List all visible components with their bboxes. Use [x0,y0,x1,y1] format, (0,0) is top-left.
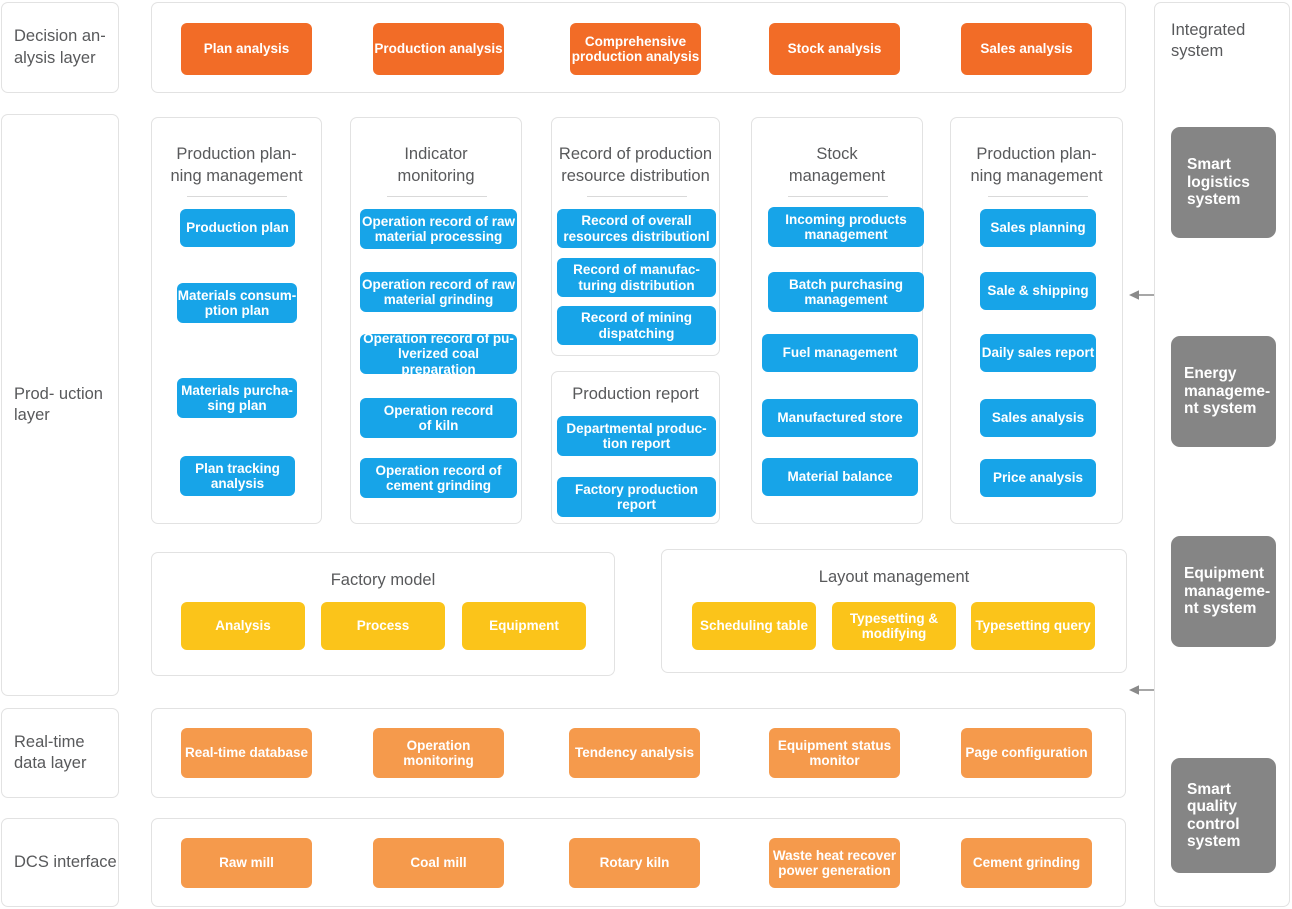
chip-equipment-status-monitor[interactable]: Equipment status monitor [769,728,900,778]
card-indicator-monitoring: Indicator monitoring Operation record of… [350,117,522,524]
chip-operation-record-of-kiln[interactable]: Operation record of kiln [360,398,517,438]
card-production-planning-management: Production plan- ning management Product… [151,117,322,524]
chip-rotary-kiln[interactable]: Rotary kiln [569,838,700,888]
chip-tendency-analysis[interactable]: Tendency analysis [569,728,700,778]
chip-plan-tracking-analysis[interactable]: Plan tracking analysis [180,456,295,496]
chip-sales-analysis[interactable]: Sales analysis [980,399,1096,437]
chip-scheduling-table[interactable]: Scheduling table [692,602,816,650]
chip-materials-consumption-plan[interactable]: Materials consum- ption plan [177,283,297,323]
chip-waste-heat-recover-power-generation[interactable]: Waste heat recover power generation [769,838,900,888]
chip-daily-sales-report[interactable]: Daily sales report [980,334,1096,372]
chip-price-analysis[interactable]: Price analysis [980,459,1096,497]
chip-coal-mill[interactable]: Coal mill [373,838,504,888]
layer-label-realtime-text: Real-time data layer [14,732,87,772]
card-title: Indicator monitoring [397,145,475,185]
chip-production-plan[interactable]: Production plan [180,209,295,247]
chip-page-configuration[interactable]: Page configuration [961,728,1092,778]
chip-operation-monitoring[interactable]: Operation monitoring [373,728,504,778]
chip-operation-record-raw-material-grinding[interactable]: Operation record of raw material grindin… [360,272,517,312]
card-title: Stock management [788,145,886,185]
layer-label-production-text: Prod- uction layer [14,384,103,424]
decision-item-plan-analysis[interactable]: Plan analysis [181,23,312,75]
dcs-interface-panel: Raw mill Coal mill Rotary kiln Waste hea… [151,818,1126,907]
chip-equipment-management-system[interactable]: Equipment manageme- nt system [1171,536,1276,647]
chip-record-manufacturing-distribution[interactable]: Record of manufac- turing distribution [557,258,716,297]
card-title-rule [988,196,1088,197]
card-record-production-resource-distribution: Record of production resource distributi… [551,117,720,356]
chip-real-time-database[interactable]: Real-time database [181,728,312,778]
decision-item-sales-analysis[interactable]: Sales analysis [961,23,1092,75]
chip-incoming-products-management[interactable]: Incoming products management [768,207,924,247]
chip-process[interactable]: Process [321,602,445,650]
card-title: Production report [572,385,699,403]
chip-typesetting-query[interactable]: Typesetting query [971,602,1095,650]
group-title: Layout management [818,568,970,586]
decision-item-comprehensive-production-analysis[interactable]: Comprehensive production analysis [570,23,701,75]
card-title-rule [387,196,487,197]
card-title: Production plan- ning management [970,145,1103,185]
chip-typesetting-and-modifying[interactable]: Typesetting & modifying [832,602,956,650]
chip-smart-logistics-system[interactable]: Smart logistics system [1171,127,1276,238]
card-title: Production plan- ning management [170,145,303,185]
chip-energy-management-system[interactable]: Energy manageme- nt system [1171,336,1276,447]
card-title-rule [587,196,687,197]
chip-cement-grinding[interactable]: Cement grinding [961,838,1092,888]
decision-item-stock-analysis[interactable]: Stock analysis [769,23,900,75]
arrow-left-layout [1129,683,1155,695]
chip-materials-purchasing-plan[interactable]: Materials purcha- sing plan [177,378,297,418]
card-stock-management: Stock management Incoming products manag… [751,117,924,524]
card-title: Record of production resource distributi… [558,145,713,185]
card-title-rule [187,196,287,197]
layer-label-decision-text: Decision an- alysis layer [14,27,106,67]
layer-label-production: Prod- uction layer [1,114,119,696]
card-sales-planning-management: Production plan- ning management Sales p… [950,117,1123,524]
chip-batch-purchasing-management[interactable]: Batch purchasing management [768,272,924,312]
layer-label-realtime: Real-time data layer [1,708,119,798]
chip-manufactured-store[interactable]: Manufactured store [762,399,918,437]
chip-record-overall-resources-distribution[interactable]: Record of overall resources distribution… [557,209,716,248]
chip-fuel-management[interactable]: Fuel management [762,334,918,372]
chip-departmental-production-report[interactable]: Departmental produc- tion report [557,416,716,456]
integrated-system-title: Integrated system [1171,21,1246,61]
chip-sale-and-shipping[interactable]: Sale & shipping [980,272,1096,310]
chip-equipment[interactable]: Equipment [462,602,586,650]
group-layout-management: Layout management Scheduling table Types… [661,549,1127,673]
card-production-report: Production report Departmental produc- t… [551,371,720,524]
layer-label-dcs-text: DCS interface [14,852,117,871]
chip-operation-record-pulverized-coal-preparation[interactable]: Operation record of pu- lverized coal pr… [360,334,517,374]
chip-operation-record-raw-material-processing[interactable]: Operation record of raw material process… [360,209,517,249]
group-title: Factory model [330,571,436,589]
chip-smart-quality-control-system[interactable]: Smart quality control system [1171,758,1276,873]
card-title-rule [788,196,888,197]
layer-label-dcs: DCS interface [1,818,119,907]
decision-analysis-panel: Plan analysis Production analysis Compre… [151,2,1126,93]
chip-sales-planning[interactable]: Sales planning [980,209,1096,247]
chip-operation-record-cement-grinding[interactable]: Operation record of cement grinding [360,458,517,498]
chip-material-balance[interactable]: Material balance [762,458,918,496]
layer-label-decision: Decision an- alysis layer [1,2,119,93]
decision-item-production-analysis[interactable]: Production analysis [373,23,504,75]
chip-factory-production-report[interactable]: Factory production report [557,477,716,517]
arrow-left-production [1129,288,1155,300]
realtime-data-panel: Real-time database Operation monitoring … [151,708,1126,798]
chip-analysis[interactable]: Analysis [181,602,305,650]
chip-record-mining-dispatching[interactable]: Record of mining dispatching [557,306,716,345]
chip-raw-mill[interactable]: Raw mill [181,838,312,888]
integrated-system-panel: Integrated system Smart logistics system… [1154,2,1290,907]
group-factory-model: Factory model Analysis Process Equipment [151,552,615,676]
